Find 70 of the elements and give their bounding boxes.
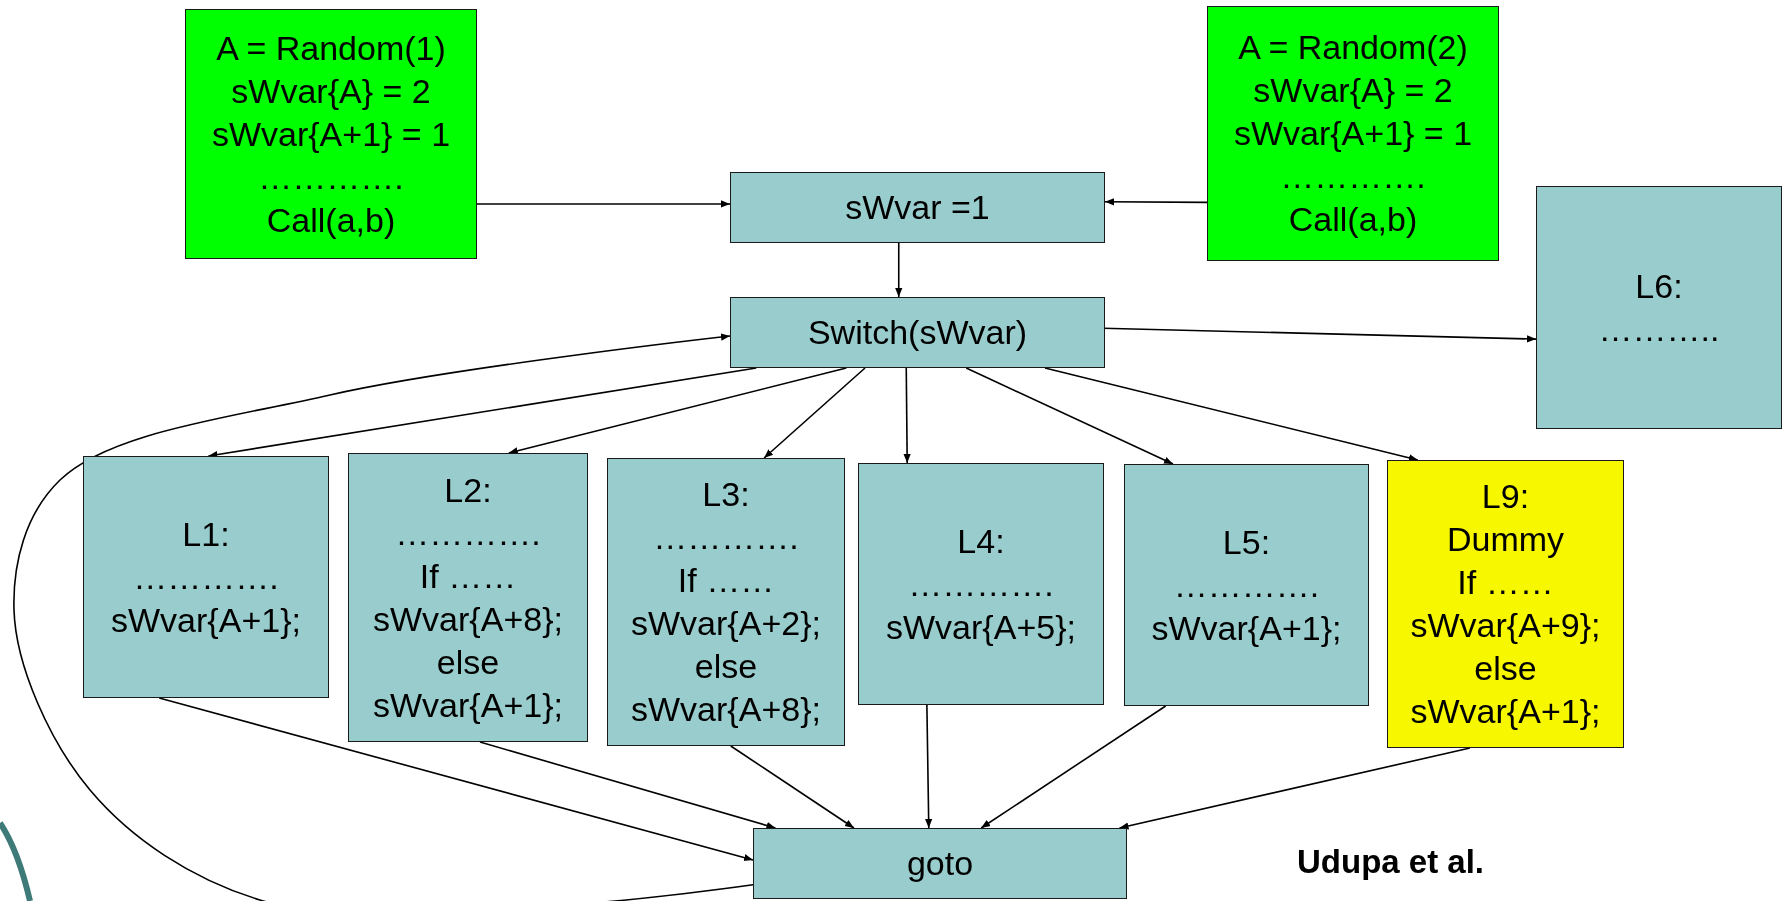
code-block-box <box>185 9 477 259</box>
code-line: …………. <box>653 517 799 558</box>
code-line: L2: <box>444 469 492 511</box>
code-line: sWvar{A+1}; <box>111 599 301 641</box>
code-line: …………. <box>1173 564 1320 606</box>
arrow <box>729 745 855 829</box>
code-line: L1: <box>182 513 230 555</box>
code-line: …………. <box>908 563 1054 605</box>
code-line: sWvar{A+1}; <box>1410 691 1601 732</box>
code-line: sWvar{A+2}; <box>631 603 821 644</box>
code-line: sWvar{A+1}; <box>1151 607 1342 649</box>
case-box <box>858 463 1104 705</box>
code-line: sWvar{A+1} = 1 <box>211 113 451 155</box>
goto-box <box>753 828 1127 899</box>
code-line: else <box>1474 648 1537 689</box>
arrow <box>965 367 1174 465</box>
code-line: …………. <box>133 556 279 598</box>
arrow <box>895 242 903 298</box>
case-box <box>607 458 845 746</box>
code-line: sWvar =1 <box>845 187 990 228</box>
code-line: sWvar{A+8}; <box>373 598 563 640</box>
code-line: Call(a,b) <box>1288 199 1418 240</box>
assignment-box <box>730 172 1105 243</box>
code-line: sWvar{A+1} = 1 <box>1233 113 1473 154</box>
code-line: A = Random(1) <box>216 27 446 69</box>
code-line: ……….. <box>1598 308 1720 350</box>
arrow <box>763 367 866 459</box>
arrow <box>508 367 848 455</box>
case-box <box>83 456 329 698</box>
code-line: sWvar{A+1}; <box>373 684 563 726</box>
code-line: …………. <box>395 512 541 554</box>
code-line: sWvar{A+9}; <box>1410 605 1601 646</box>
code-line: …………. <box>1280 156 1426 197</box>
arrow <box>903 367 911 464</box>
code-line: else <box>694 646 758 687</box>
code-line: Dummy <box>1446 519 1565 560</box>
case-box <box>1536 186 1782 429</box>
code-line: If …… <box>677 560 775 601</box>
code-line: If …… <box>1457 562 1554 603</box>
code-line: A = Random(2) <box>1238 27 1468 68</box>
switch-box <box>730 297 1105 368</box>
code-line: If …… <box>419 555 517 597</box>
case-box <box>348 453 588 742</box>
code-line: Call(a,b) <box>266 199 396 241</box>
code-line: goto <box>906 843 974 884</box>
curved-arrow <box>13 333 754 901</box>
arrow <box>1104 198 1208 206</box>
code-line: L9: <box>1481 476 1530 517</box>
code-line: Switch(sWvar) <box>807 312 1028 353</box>
arrow <box>158 697 754 862</box>
code-line: else <box>436 641 500 683</box>
arrow <box>476 200 731 208</box>
case-box <box>1387 460 1624 748</box>
code-line: sWvar{A} = 2 <box>1253 70 1453 111</box>
code-line: L5: <box>1222 521 1271 563</box>
code-line: L4: <box>957 520 1005 562</box>
arrow <box>1044 367 1419 462</box>
arrow <box>1118 747 1471 830</box>
code-line: sWvar{A+8}; <box>631 689 821 730</box>
code-line: sWvar{A+5}; <box>886 606 1076 648</box>
case-box <box>1124 464 1369 706</box>
code-block-box <box>1207 6 1499 261</box>
code-line: L3: <box>702 474 750 515</box>
code-line: …………. <box>258 156 404 198</box>
arrow <box>925 704 933 829</box>
code-line: L6: <box>1635 265 1683 307</box>
arrow <box>980 705 1167 829</box>
author-credit: Udupa et al. <box>1297 843 1485 881</box>
code-line: sWvar{A} = 2 <box>231 70 431 112</box>
arrow <box>479 741 777 829</box>
